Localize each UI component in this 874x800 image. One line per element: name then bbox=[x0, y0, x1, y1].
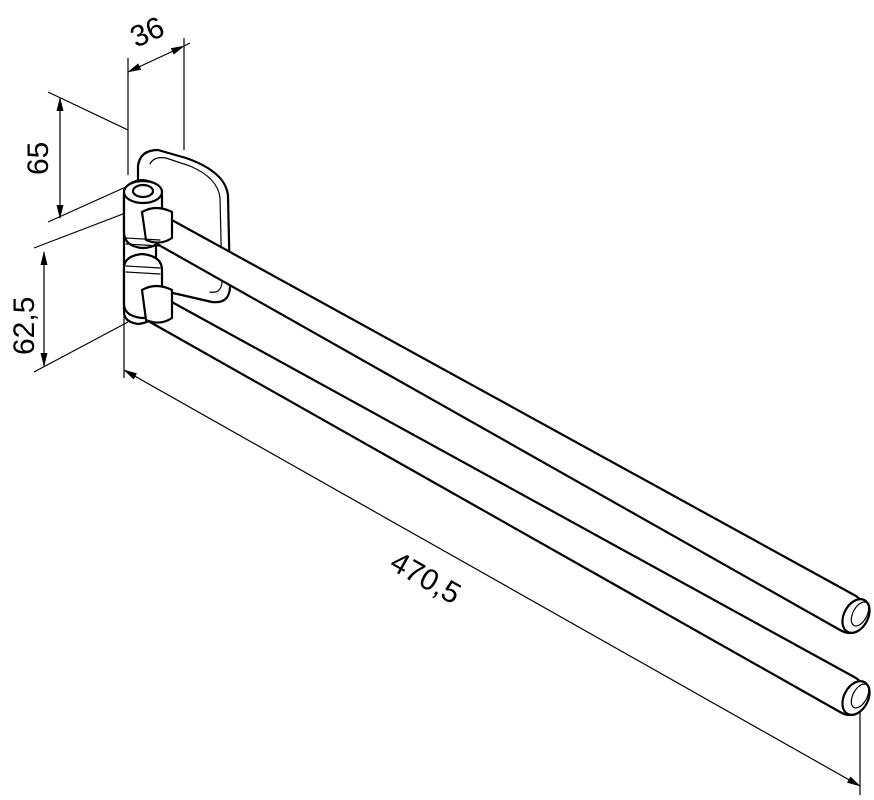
lower-arm-end-cap-inner bbox=[850, 683, 870, 709]
dimension-line-length bbox=[123, 369, 861, 787]
dimension-label-depth: 36 bbox=[125, 11, 169, 55]
dimension-height-lower: 62,5 bbox=[8, 211, 129, 373]
upper-arm bbox=[148, 206, 867, 635]
extension-line-lower-bottom bbox=[33, 321, 129, 373]
lower-arm-socket bbox=[140, 284, 174, 324]
hinge-top-pin bbox=[131, 183, 155, 199]
dimension-label-height-lower: 62,5 bbox=[8, 297, 41, 355]
towel-rail bbox=[122, 148, 871, 717]
upper-arm-socket bbox=[140, 206, 174, 244]
lower-arm-end-cap bbox=[841, 680, 871, 716]
dimension-line-depth-ext bbox=[183, 42, 191, 47]
hinge-band-3 bbox=[125, 265, 161, 269]
extension-line-lower-top bbox=[33, 211, 129, 249]
lower-arm bbox=[148, 288, 867, 717]
dimension-label-length: 470,5 bbox=[385, 545, 467, 611]
hinge-band-4 bbox=[125, 271, 161, 275]
upper-arm-end-cap-inner bbox=[850, 601, 870, 627]
hinge-band-1 bbox=[125, 237, 161, 241]
dimension-label-height-upper: 65 bbox=[22, 142, 55, 175]
dimension-line-depth bbox=[127, 45, 185, 73]
hinge-band-2 bbox=[125, 243, 161, 247]
wall-plate-inner-edge bbox=[149, 157, 223, 293]
dimension-height-upper: 65 bbox=[22, 91, 129, 223]
upper-arm-end-cap bbox=[841, 598, 871, 634]
